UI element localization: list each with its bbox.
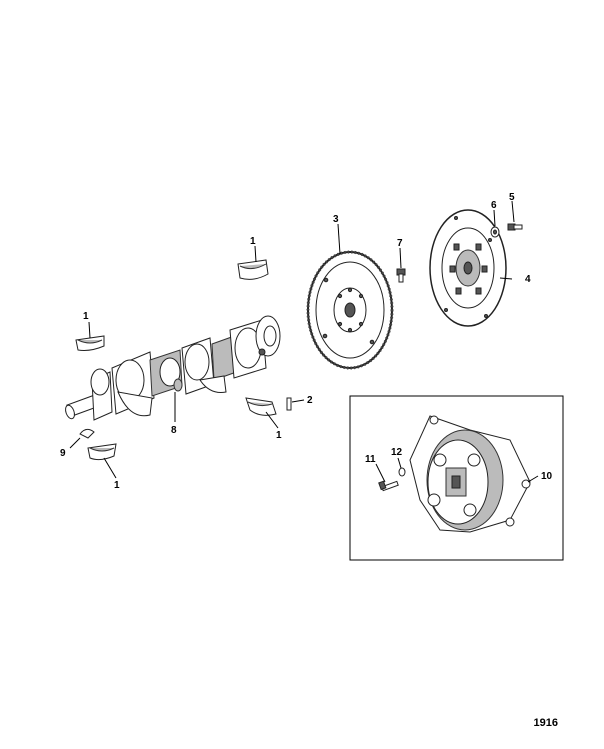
- callout-12: 12: [391, 447, 403, 458]
- main-bearing-upper-left: [75, 335, 105, 351]
- callout-5: 5: [509, 192, 515, 203]
- woodruff-key: [79, 428, 95, 439]
- coupler-washer: [398, 467, 406, 477]
- figure-number: 1916: [533, 717, 558, 729]
- callout-6: 6: [491, 200, 497, 211]
- callout-7: 7: [397, 238, 403, 249]
- callout-11: 11: [365, 454, 376, 465]
- clutch-bolt: [507, 223, 523, 231]
- main-bearing-upper-right: [237, 259, 269, 280]
- coupler-bolt: [378, 480, 399, 492]
- callout-1-left-lower: 1: [114, 480, 120, 491]
- main-bearing-lower-left: [87, 443, 117, 461]
- lock-washer: [490, 226, 500, 238]
- inset-frame: [349, 395, 564, 561]
- dowel-pin: [286, 397, 292, 411]
- callout-10: 10: [541, 471, 553, 482]
- leader-lines: [69, 200, 539, 483]
- callout-1-left-upper: 1: [83, 311, 89, 322]
- callout-2: 2: [307, 395, 313, 406]
- callout-1-right-upper: 1: [250, 236, 256, 247]
- callout-8: 8: [171, 425, 177, 436]
- clutch-disc: [429, 209, 507, 327]
- flywheel: [306, 250, 394, 370]
- callout-4: 4: [525, 274, 531, 285]
- callout-9: 9: [60, 448, 66, 459]
- drive-plate-coupler: [409, 415, 531, 533]
- flywheel-bolt: [396, 268, 406, 283]
- callout-1-right-lower: 1: [276, 430, 282, 441]
- crankshaft: [65, 315, 281, 421]
- main-bearing-lower-right: [245, 397, 277, 416]
- callout-3: 3: [333, 214, 339, 225]
